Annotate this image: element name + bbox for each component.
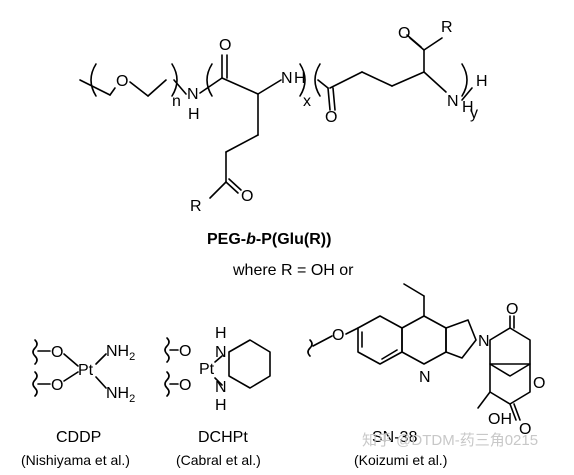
- atom-h-end2: H: [476, 73, 488, 90]
- cyclohexane-ring: [228, 339, 271, 389]
- atom-o-lactone: O: [519, 421, 531, 438]
- atom-nh2-a: NH2: [106, 343, 135, 363]
- atom-pt: Pt: [199, 361, 215, 378]
- watermark: 知乎 @DTDM-药三角0215: [362, 432, 538, 449]
- atom-o-ether: O: [332, 327, 344, 344]
- benzene-ring: [357, 315, 403, 365]
- atom-nh2-b: NH2: [106, 385, 135, 405]
- atom-n2: N: [215, 379, 227, 396]
- where-text: where R = OH or: [232, 262, 354, 279]
- atom-h1: H: [215, 325, 227, 342]
- wavy-bond-4: [164, 371, 170, 397]
- atom-o-ring: O: [533, 375, 545, 392]
- sn38-name: SN-38: [372, 429, 417, 446]
- atom-h-end1: H: [462, 99, 474, 116]
- wavy-bond-3: [164, 337, 170, 363]
- atom-n-amide1: N: [187, 86, 199, 103]
- subscript-x: x: [303, 93, 311, 110]
- sn38-structure: O N N O O O OH: [307, 283, 545, 438]
- cddp-name: CDDP: [56, 429, 101, 446]
- x-bracket-right: [299, 63, 306, 97]
- wavy-bond-5: [307, 339, 313, 357]
- polymer-name: PEG-b-P(Glu(R)): [207, 231, 331, 248]
- atom-h2: H: [215, 397, 227, 414]
- polymer-structure: O n N H O N H x O R O: [79, 19, 488, 215]
- atom-r-side: R: [190, 198, 202, 215]
- atom-o1: O: [51, 344, 63, 361]
- peg-bracket-right: [171, 63, 178, 97]
- atom-o2: O: [51, 377, 63, 394]
- atom-o-carbonyl1: O: [219, 37, 231, 54]
- y-bracket-right: [461, 63, 468, 97]
- five-membered-ring: [445, 319, 477, 359]
- atom-o-side: O: [241, 188, 253, 205]
- atom-o-chain: O: [116, 73, 128, 90]
- wavy-bond-2: [32, 371, 38, 397]
- atom-o1: O: [179, 343, 191, 360]
- x-bracket-left: [206, 63, 213, 97]
- pyridone-ring: [489, 327, 531, 377]
- atom-h-amide1: H: [188, 106, 200, 123]
- atom-o-lactam: O: [506, 301, 518, 318]
- atom-n-amide2: N: [281, 70, 293, 87]
- pyridine-ring: [401, 315, 447, 365]
- dachpt-citation: (Cabral et al.): [176, 452, 261, 468]
- atom-r-top: R: [441, 19, 453, 36]
- sn38-citation: (Koizumi et al.): [354, 452, 447, 468]
- atom-n-end: N: [447, 93, 459, 110]
- y-bracket-left: [314, 63, 321, 97]
- atom-o2: O: [179, 377, 191, 394]
- atom-n-lactam: N: [478, 333, 490, 350]
- atom-o-top: O: [398, 25, 410, 42]
- wavy-bond-1: [32, 339, 38, 365]
- atom-n1: N: [215, 344, 227, 361]
- peg-bracket-left: [90, 63, 97, 97]
- atom-o-carbonyl2: O: [325, 109, 337, 126]
- atom-n-ring: N: [419, 369, 431, 386]
- dachpt-structure: O O Pt H N N H: [164, 325, 271, 414]
- cddp-structure: O O Pt NH2 NH2: [32, 339, 135, 405]
- cddp-citation: (Nishiyama et al.): [21, 452, 130, 468]
- subscript-y: y: [470, 105, 478, 122]
- atom-h-amide2: H: [294, 70, 306, 87]
- subscript-n: n: [172, 93, 181, 110]
- atom-oh: OH: [488, 411, 512, 428]
- atom-pt: Pt: [78, 362, 94, 379]
- dachpt-name: DCHPt: [198, 429, 248, 446]
- methyl-bond: [79, 79, 111, 96]
- lactone-ring: [489, 363, 531, 405]
